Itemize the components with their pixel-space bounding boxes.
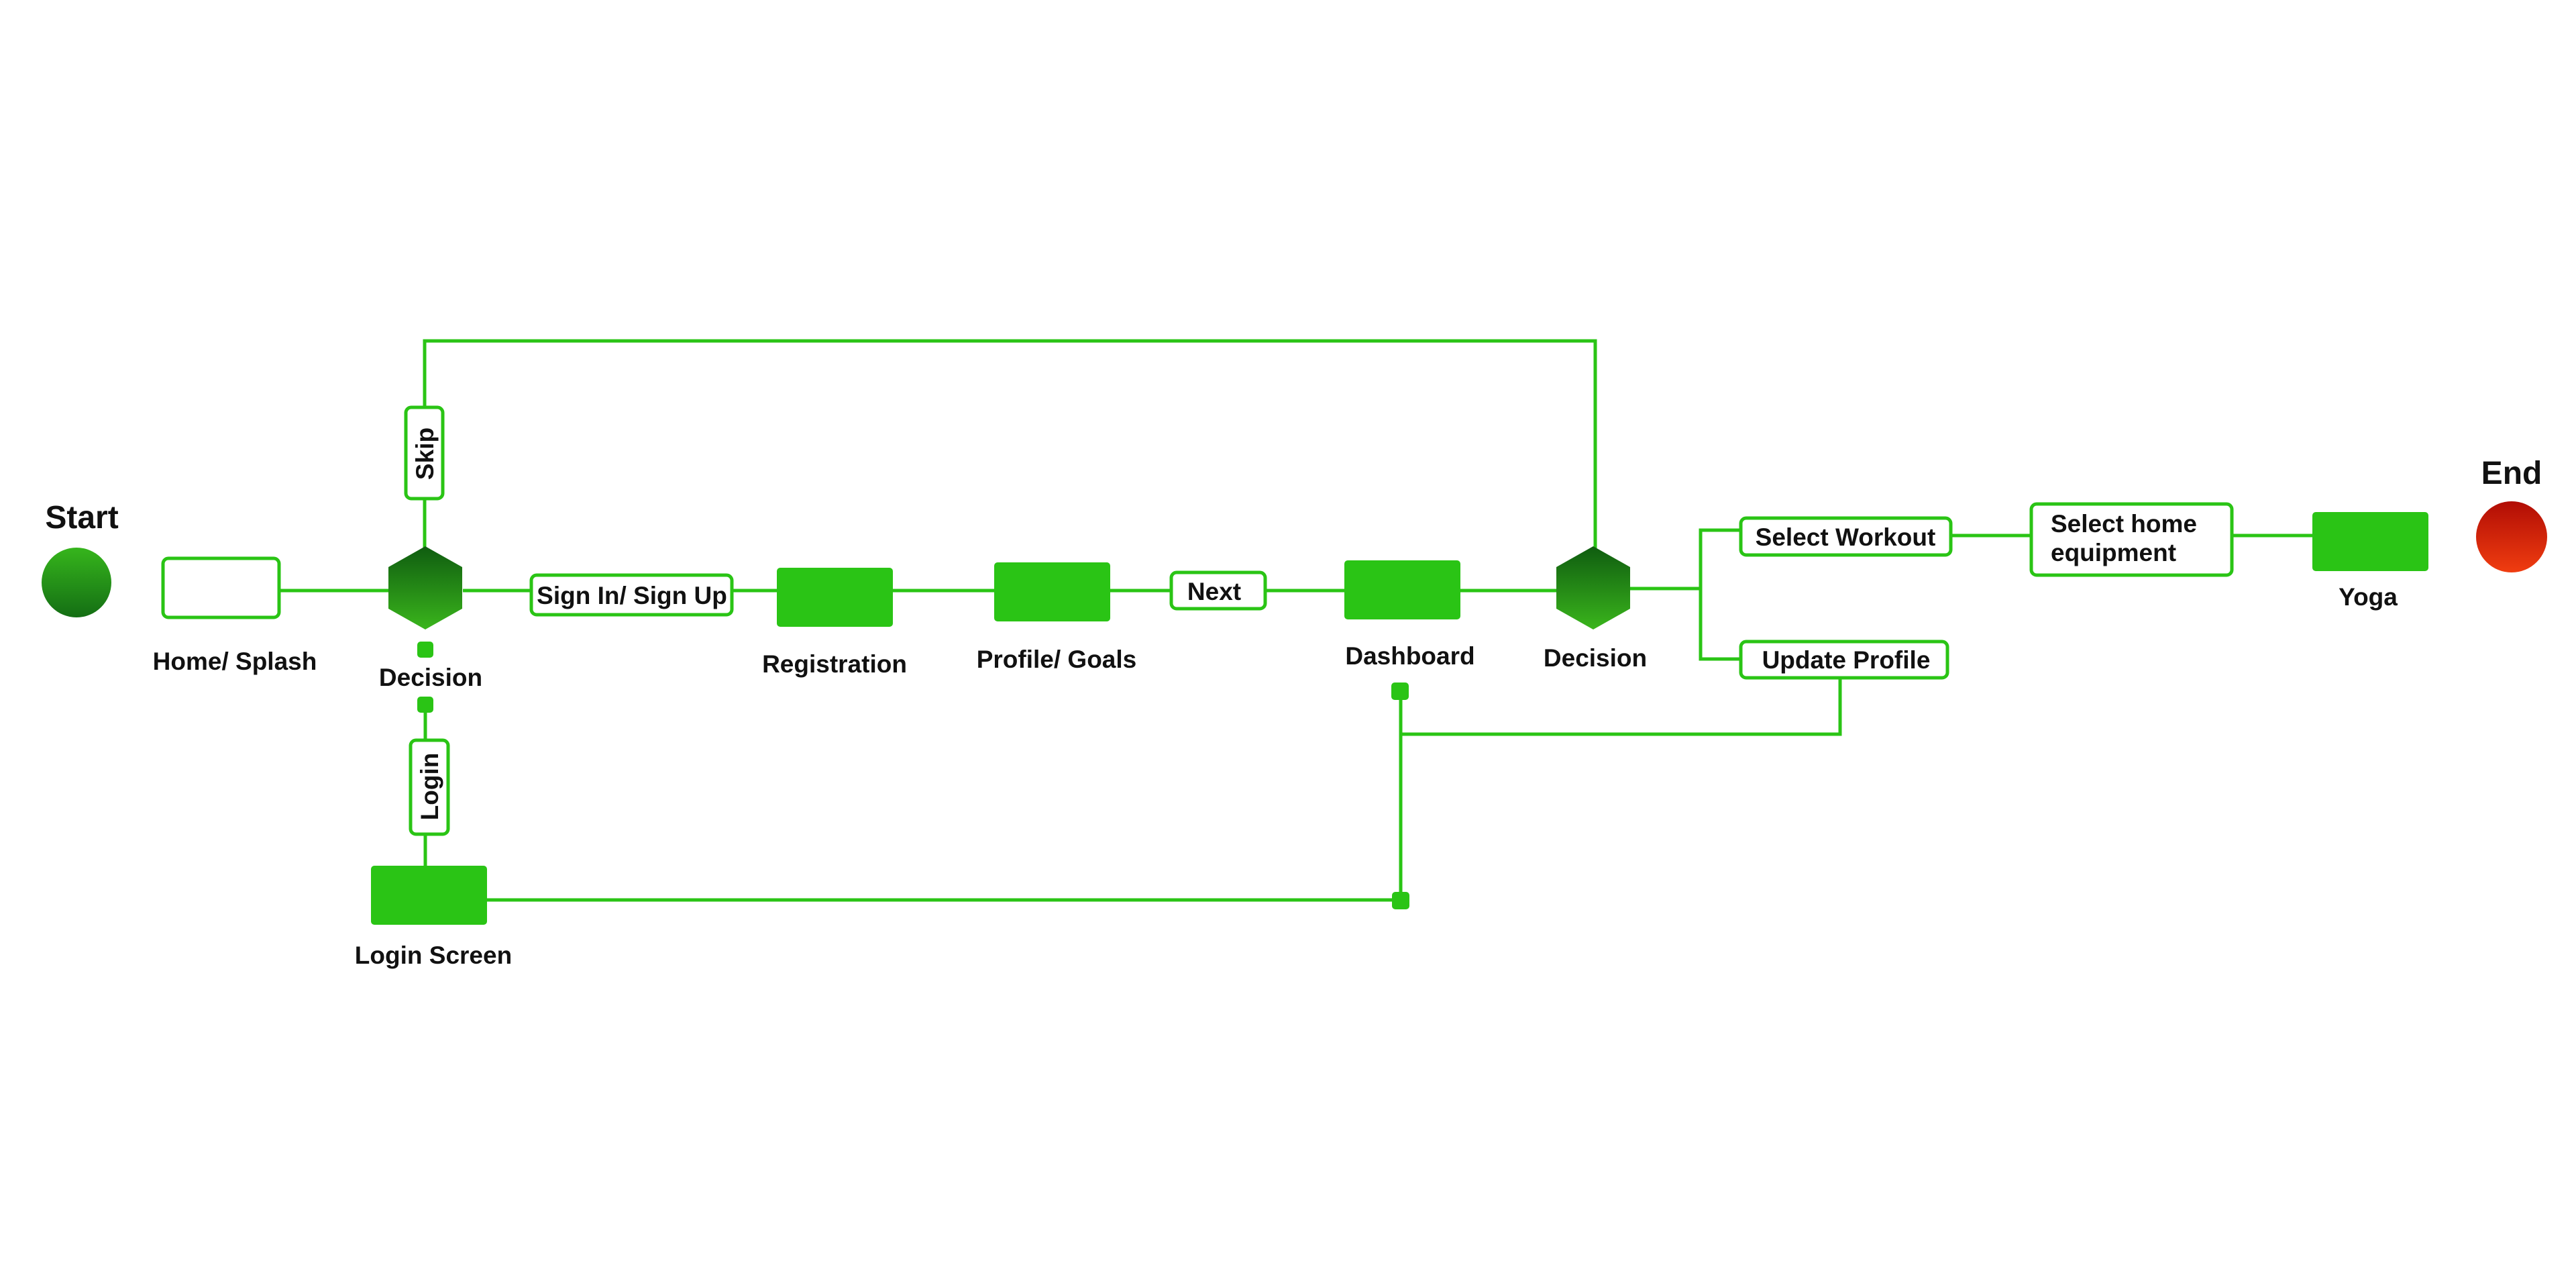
select-workout-edge-box[interactable] — [1739, 516, 1953, 557]
next-edge-box[interactable] — [1169, 570, 1267, 611]
select-equipment-edge-label-line2: equipment — [2051, 539, 2176, 566]
registration-label: Registration — [762, 650, 907, 678]
profile-goals-label: Profile/ Goals — [977, 646, 1137, 673]
home-splash-label: Home/ Splash — [153, 648, 317, 675]
decision1-node[interactable] — [388, 546, 462, 629]
connectors — [280, 339, 2312, 902]
dashboard-node[interactable] — [1344, 560, 1460, 619]
next-edge-label: Next — [1187, 578, 1241, 605]
registration-node[interactable] — [777, 568, 893, 627]
yoga-label: Yoga — [2339, 583, 2398, 611]
home-splash-node[interactable] — [161, 556, 281, 619]
login-screen-label: Login Screen — [355, 942, 512, 969]
update-profile-edge-box[interactable] — [1739, 640, 1949, 680]
skip-edge-label: Skip — [411, 427, 439, 480]
yoga-node[interactable] — [2312, 512, 2428, 571]
skip-edge-box[interactable] — [404, 405, 445, 501]
connector-update-dashboard — [1401, 678, 1842, 736]
login-screen-node[interactable] — [371, 866, 487, 925]
login-edge-box[interactable] — [409, 738, 450, 836]
junction-dot — [1392, 892, 1409, 909]
connector-login-dashboard — [486, 691, 1403, 902]
update-profile-edge-label: Update Profile — [1762, 646, 1931, 674]
start-label: Start — [45, 500, 118, 536]
junction-dot — [1391, 683, 1409, 700]
junction-dots — [417, 642, 1409, 909]
decision2-label: Decision — [1544, 644, 1647, 672]
profile-goals-node[interactable] — [994, 562, 1110, 621]
sign-in-up-edge-box[interactable] — [529, 573, 734, 617]
sign-in-up-edge-label: Sign In/ Sign Up — [537, 582, 727, 609]
end-label: End — [2481, 456, 2542, 491]
connector-skip-loop — [423, 339, 1597, 549]
select-workout-edge-label: Select Workout — [1756, 523, 1936, 551]
dashboard-label: Dashboard — [1345, 642, 1474, 670]
decision1-label: Decision — [379, 664, 482, 691]
junction-dot — [417, 697, 433, 713]
start-node[interactable] — [42, 548, 111, 617]
end-node[interactable] — [2476, 501, 2547, 572]
decision2-node[interactable] — [1556, 546, 1630, 629]
connector-branch-split — [1699, 528, 1739, 661]
junction-dot — [417, 642, 433, 658]
select-equipment-edge-label-line1: Select home — [2051, 510, 2197, 538]
login-edge-label: Login — [416, 753, 443, 821]
select-equipment-edge-box[interactable] — [2029, 502, 2234, 577]
